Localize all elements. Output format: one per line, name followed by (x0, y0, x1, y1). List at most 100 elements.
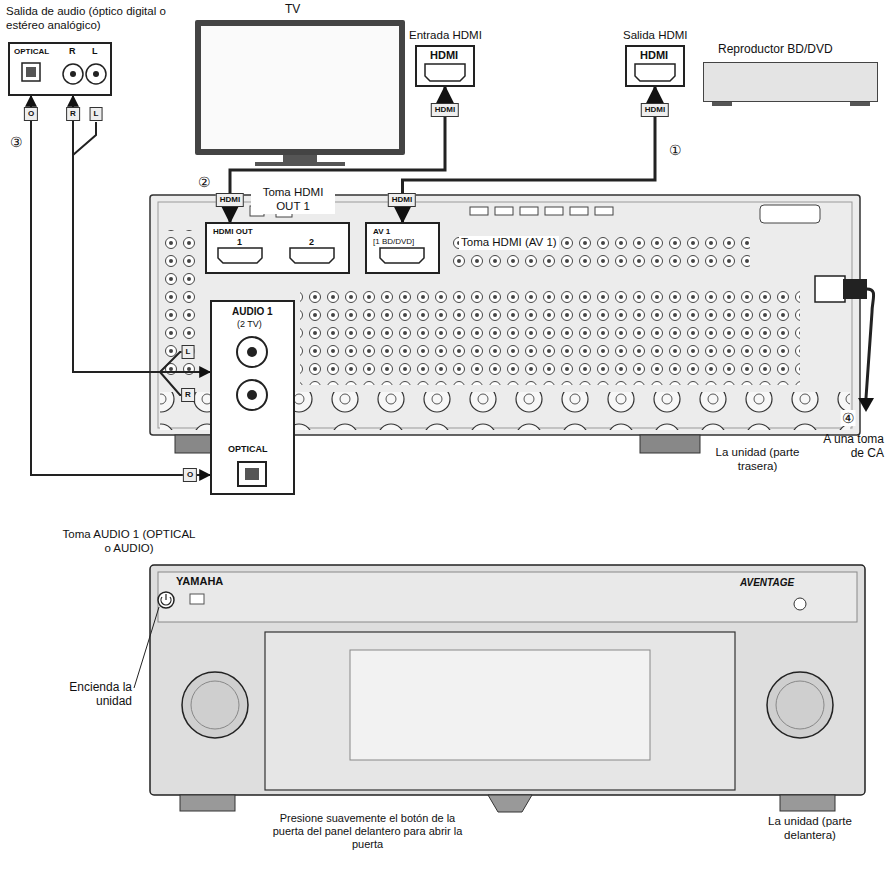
jack-label: [1 BD/DVD] (373, 237, 414, 247)
inset-ground (210, 300, 295, 495)
receiver-front: YAMAHAAVENTAGELa unidad (parte delantera… (150, 565, 865, 795)
hdmi-port (495, 207, 513, 215)
power-cord (866, 289, 874, 398)
hdmi-plug: HDMI (388, 193, 416, 207)
hdmi-port (470, 207, 488, 215)
rca-plug: R (181, 388, 195, 402)
rca-jack (63, 64, 83, 84)
hdmi-port (545, 207, 563, 215)
hdmi-plug: HDMI (431, 103, 459, 117)
jack-inset: Toma HDMI OUT 1HDMI OUT12 (205, 222, 350, 274)
device-label: TV (285, 2, 300, 16)
door-panel (350, 650, 650, 760)
unit-foot (780, 795, 835, 811)
rca-jack (237, 380, 267, 410)
front-door (265, 632, 735, 790)
inset-heading: Toma HDMI OUT 1 (251, 186, 335, 214)
jack-array (160, 230, 200, 380)
jack-label: OPTICAL (14, 47, 49, 57)
hdmi-port (520, 207, 538, 215)
bd-dvd-player: Reproductor BD/DVD (703, 62, 878, 102)
inset-ground (365, 222, 440, 274)
rca-plug: L (182, 345, 195, 359)
jack-inset: Toma HDMI (AV 1)AV 1[1 BD/DVD] (365, 222, 440, 274)
jack-label: AUDIO 1 (232, 306, 273, 318)
player-foot (850, 102, 870, 106)
jack-inset: Salida de audio (óptico digital o estére… (8, 42, 112, 96)
rear-panel (150, 195, 860, 435)
jack-inset: Salida HDMIHDMI (625, 45, 685, 87)
jack-label: L (92, 46, 98, 57)
jack-label: HDMI (430, 49, 458, 62)
power-symbol (161, 594, 171, 605)
leader-line (134, 607, 159, 688)
optical-plug: O (183, 468, 197, 482)
rca-pin (247, 347, 257, 357)
pure-direct-button (794, 598, 806, 610)
rca-pin (93, 71, 99, 77)
series-logo: AVENTAGE (740, 577, 794, 589)
rca-jack (237, 337, 267, 367)
usb-port (190, 594, 204, 604)
jack-array (450, 232, 750, 272)
jack-label: R (69, 46, 76, 57)
hdmi-jack (425, 64, 465, 81)
ac-inlet (815, 276, 845, 302)
device-label: Reproductor BD/DVD (718, 42, 833, 56)
hdmi-jack (635, 64, 675, 81)
optical-plug: O (24, 107, 38, 121)
jack-label: AV 1 (373, 227, 390, 237)
jack-label: HDMI (640, 49, 668, 62)
unit-foot (488, 795, 532, 812)
optical-jack (238, 462, 266, 486)
inset-ground (8, 42, 112, 96)
hdmi-port (570, 207, 588, 215)
jack-array (300, 285, 800, 385)
tv-base (255, 162, 345, 166)
player-foot (712, 102, 732, 106)
jack-label: 2 (309, 237, 314, 248)
volume-knob (767, 672, 833, 738)
rca-plug: R (66, 107, 80, 121)
unit-foot (640, 435, 700, 453)
unit-foot (180, 795, 235, 811)
callout-number: ④ (841, 410, 856, 426)
arrowhead (858, 398, 874, 412)
optical-jack-core (26, 67, 36, 77)
front-top-band (158, 572, 857, 622)
inset-heading: Toma AUDIO 1 (OPTICAL o AUDIO) (58, 528, 200, 556)
power-button (158, 592, 174, 608)
rca-plug: L (90, 107, 103, 121)
front-panel (150, 565, 865, 795)
jack-label: 1 (237, 237, 242, 248)
knob-ring (191, 681, 239, 729)
serial-port (760, 205, 820, 223)
jack-label: HDMI OUT (213, 227, 253, 237)
rca-pin (247, 390, 257, 400)
knob-ring (776, 681, 824, 729)
optical-jack (22, 63, 40, 81)
instruction-label: Encienda la unidad (40, 680, 132, 709)
jack-label: (2 TV) (237, 319, 262, 330)
hdmi-port (595, 207, 613, 215)
rca-pin (70, 71, 76, 77)
hdmi-jack (290, 248, 334, 263)
inset-ground (205, 222, 350, 274)
hdmi-jack (218, 248, 262, 263)
cable (31, 96, 210, 475)
jack-inset: Entrada HDMIHDMI (415, 45, 475, 87)
optical-jack-core (245, 468, 259, 480)
instruction-label: Presione suavemente el botón de la puert… (265, 812, 470, 852)
jack-inset: Toma AUDIO 1 (OPTICAL o AUDIO)AUDIO 1(2 … (210, 300, 295, 495)
inset-ground (415, 45, 475, 87)
callout-number: ① (668, 142, 683, 158)
tv-stand (283, 155, 317, 163)
cable (403, 87, 656, 222)
input-knob (182, 672, 248, 738)
hdmi-plug: HDMI (216, 193, 244, 207)
power-plug (843, 279, 867, 299)
brand-logo: YAMAHA (176, 575, 223, 588)
inset-ground (625, 45, 685, 87)
